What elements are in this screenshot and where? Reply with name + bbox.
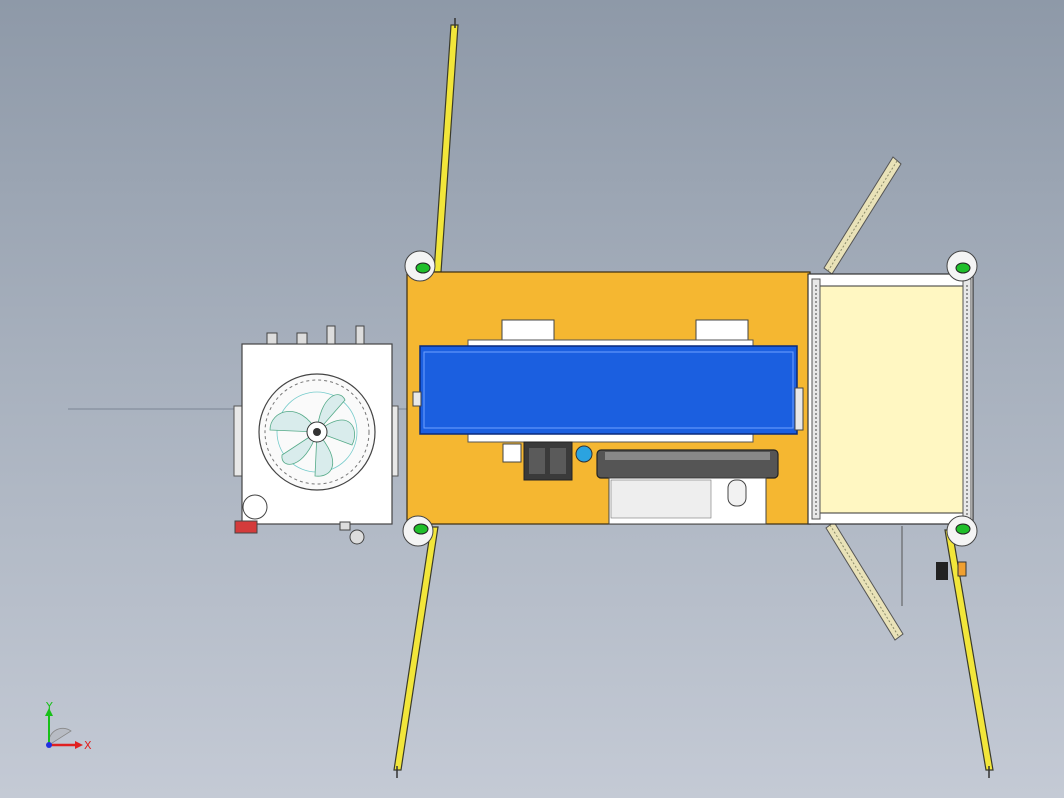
control-panel <box>502 443 522 463</box>
conveyor-motor <box>794 387 804 431</box>
keyboard-keys <box>610 479 712 519</box>
caster-bottom-right <box>946 515 978 547</box>
conveyor-bracket-right <box>695 319 749 341</box>
cabinet-switch <box>234 520 258 534</box>
caster-wheels[interactable] <box>402 250 978 547</box>
conveyor-bracket-left <box>501 319 555 341</box>
cabinet-gland <box>349 529 365 545</box>
caster-bottom-left <box>402 515 434 547</box>
cabinet-connectors <box>266 325 365 345</box>
sensor-device <box>936 561 967 580</box>
conveyor-belt <box>419 345 798 435</box>
light-curtain-bracket-bottom-right <box>825 521 904 641</box>
cabinet-knob <box>242 494 268 520</box>
light-curtain-top-left <box>433 18 459 273</box>
axis-y-label: Y <box>45 700 53 713</box>
mouse <box>727 479 747 507</box>
caster-top-right <box>946 250 978 282</box>
axis-triad: Y X <box>45 700 92 752</box>
cooling-cabinet[interactable] <box>233 325 399 545</box>
machine-table[interactable] <box>406 271 811 525</box>
fan-icon <box>258 373 376 491</box>
enclosure[interactable] <box>807 273 974 525</box>
indicator-light <box>575 445 593 463</box>
caster-top-left <box>404 250 436 282</box>
axis-x-label: X <box>84 739 92 752</box>
light-curtain-bottom-left <box>393 526 439 778</box>
light-curtain-bracket-top-right <box>823 156 902 275</box>
light-curtain-posts[interactable] <box>393 18 994 778</box>
z-axis-icon <box>46 742 52 748</box>
light-curtain-bottom-right <box>944 529 994 778</box>
